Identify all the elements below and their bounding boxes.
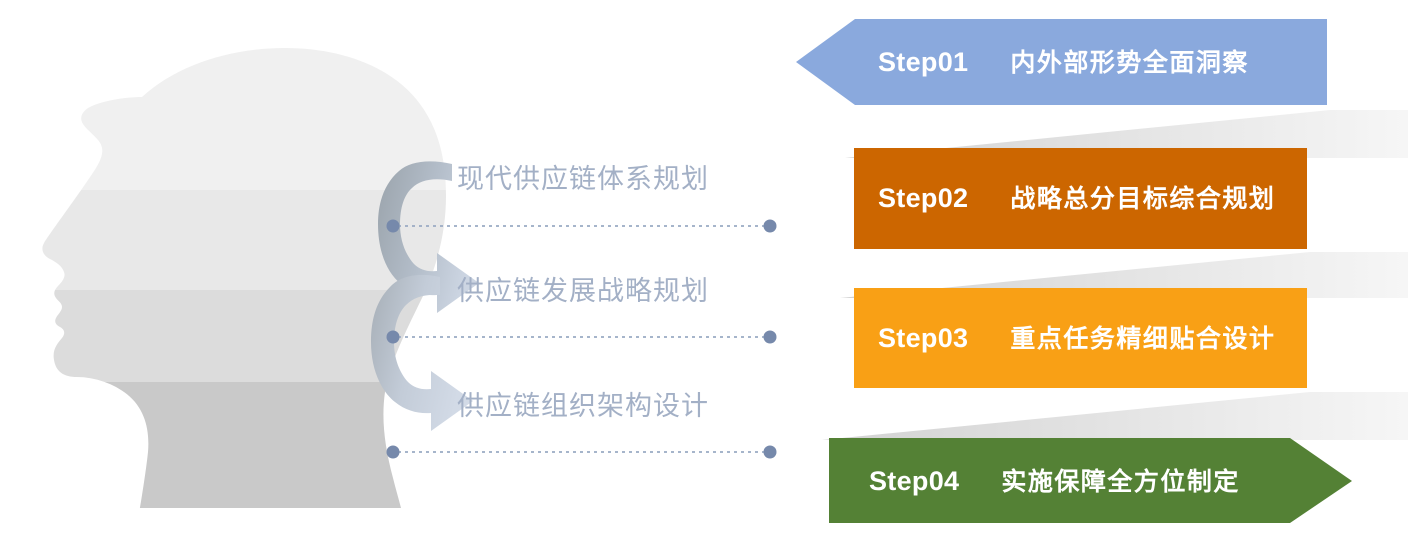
step-label-4: Step04 实施保障全方位制定 <box>869 468 1240 495</box>
dotted-line-1-dot-left <box>386 219 400 233</box>
dotted-line-1 <box>386 219 777 233</box>
dotted-line-1-dot-right <box>763 219 777 233</box>
dotted-line-2 <box>386 330 777 344</box>
step-description-1: 内外部形势全面洞察 <box>1010 49 1249 77</box>
head-band-middle <box>42 190 446 290</box>
dotted-line-3-dot-left <box>386 445 400 459</box>
step-description-2: 战略总分目标综合规划 <box>1010 185 1276 213</box>
dotted-line-3-dot-right <box>763 445 777 459</box>
step-number-1: Step01 <box>878 47 969 77</box>
dotted-line-3 <box>386 445 777 459</box>
step-banner-1[interactable] <box>796 19 1327 105</box>
supply-chain-label-2: 供应链发展战略规划 <box>457 276 709 306</box>
step-banner-3[interactable] <box>854 288 1307 388</box>
supply-chain-label-1: 现代供应链体系规划 <box>457 164 709 194</box>
step-banner-2[interactable] <box>854 148 1307 249</box>
step-banner-4[interactable] <box>829 438 1352 523</box>
step-number-2: Step02 <box>878 183 969 213</box>
dotted-line-2-dot-right <box>763 330 777 344</box>
ribbon-connector-1 <box>845 110 1408 158</box>
step-label-3: Step03 重点任务精细贴合设计 <box>878 325 1275 352</box>
head-band-lower <box>42 290 446 382</box>
dotted-line-2-dot-left <box>386 330 400 344</box>
step-description-4: 实施保障全方位制定 <box>1001 468 1240 496</box>
step-label-1: Step01 内外部形势全面洞察 <box>878 49 1249 76</box>
curved-arrow-2 <box>371 274 473 431</box>
step-number-3: Step03 <box>878 323 969 353</box>
step-number-4: Step04 <box>869 466 960 496</box>
supply-chain-label-3: 供应链组织架构设计 <box>457 391 709 421</box>
step-description-3: 重点任务精细贴合设计 <box>1010 325 1276 353</box>
ribbon-connector-3 <box>822 392 1408 440</box>
ribbon-connector-2 <box>840 252 1408 298</box>
curved-arrow-1 <box>378 161 479 313</box>
step-label-2: Step02 战略总分目标综合规划 <box>878 185 1275 212</box>
head-band-upper <box>42 48 446 190</box>
